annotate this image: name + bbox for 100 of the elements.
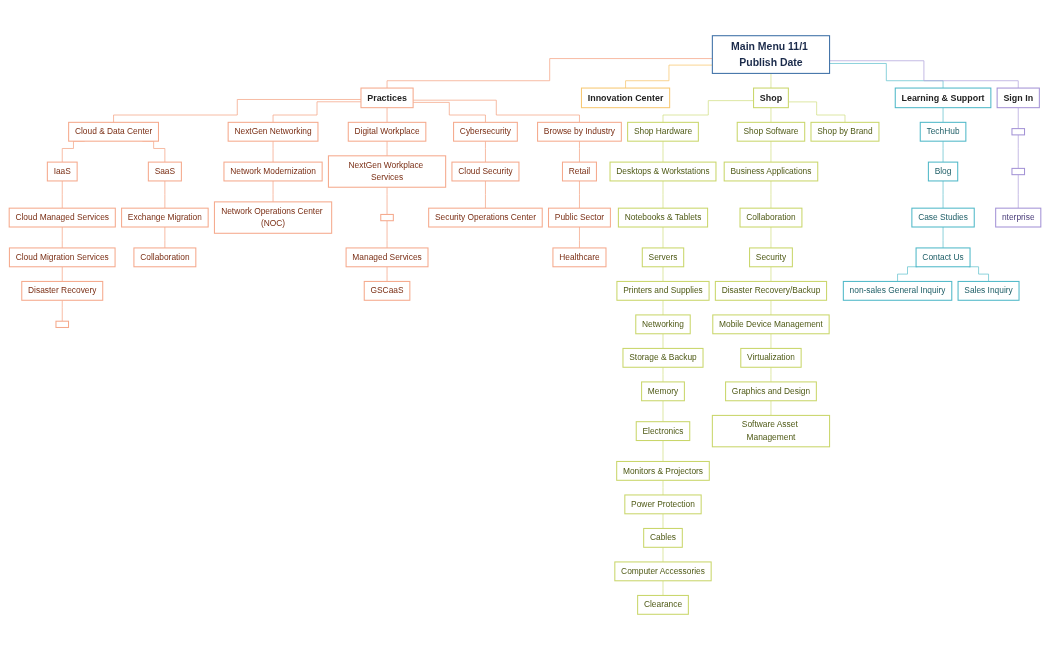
connector	[662, 580, 664, 596]
connector	[272, 140, 274, 163]
node-box: Healthcare	[552, 247, 607, 268]
node-box: Shop Hardware	[627, 121, 699, 142]
node-box: Managed Services	[345, 247, 429, 268]
connector	[386, 266, 388, 282]
connector	[662, 100, 754, 123]
connector	[770, 333, 772, 349]
node-box: Servers	[641, 247, 685, 268]
node-box: Shop Software	[736, 121, 806, 142]
connector	[662, 266, 664, 282]
connector	[386, 220, 388, 249]
node-box: Collaboration	[133, 247, 197, 268]
node-box: Public Sector	[548, 207, 611, 228]
node-box: Monitors & Projectors	[616, 460, 710, 481]
connector	[770, 400, 772, 416]
connector	[1017, 134, 1019, 169]
connector	[770, 140, 772, 163]
connector	[579, 226, 580, 249]
node-box: Exchange Migration	[121, 207, 209, 228]
connector	[897, 266, 918, 282]
node-box: non-sales General Inquiry	[842, 280, 953, 301]
node-box: Collaboration	[739, 207, 803, 228]
connector	[662, 299, 664, 316]
node-box: Innovation Center	[580, 87, 671, 109]
connector	[662, 140, 664, 163]
connector	[968, 266, 989, 282]
node-box: Network Modernization	[223, 161, 323, 182]
node-box: Sales Inquiry	[957, 280, 1020, 301]
node-box: Storage & Backup	[622, 347, 704, 368]
node-box: NextGen Workplace Services	[327, 155, 447, 188]
connector	[829, 63, 944, 89]
node-box: Security	[749, 247, 793, 268]
node-box	[380, 213, 394, 222]
connector	[770, 226, 772, 249]
node-box: nterprise	[995, 207, 1042, 228]
node-box: Cables	[643, 527, 683, 548]
connector	[662, 180, 664, 209]
node-box: Computer Accessories	[614, 561, 712, 582]
node-box: Retail	[561, 161, 597, 182]
connector	[770, 266, 772, 282]
node-box: Blog	[927, 161, 959, 182]
node-box: Virtualization	[740, 347, 802, 368]
node-box: Networking	[635, 314, 691, 335]
connector	[386, 107, 388, 123]
connector	[662, 479, 664, 496]
connector	[61, 299, 63, 322]
connector	[662, 546, 664, 563]
node-box: Cybersecurity	[453, 121, 518, 142]
node-box: Network Operations Center (NOC)	[213, 201, 333, 234]
connector	[625, 64, 713, 89]
connector	[770, 366, 772, 383]
connector	[662, 440, 664, 462]
node-box: SaaS	[147, 161, 182, 182]
connector	[272, 180, 274, 203]
node-box: Disaster Recovery/Backup	[714, 280, 828, 301]
node-box: Memory	[641, 381, 685, 402]
connector	[662, 366, 664, 383]
connector	[164, 226, 166, 249]
connector	[386, 186, 388, 215]
node-box: Main Menu 11/1 Publish Date	[711, 35, 831, 74]
connector	[662, 333, 664, 349]
connector	[942, 107, 944, 123]
node-box	[55, 320, 70, 328]
node-box: Digital Workplace	[347, 121, 427, 142]
node-box	[1011, 128, 1026, 136]
node-box: Mobile Device Management	[712, 314, 830, 335]
node-box: Power Protection	[624, 494, 702, 515]
node-box: Software Asset Management	[711, 414, 831, 448]
connector	[579, 180, 580, 209]
node-box: Desktops & Workstations	[609, 161, 717, 182]
connector	[1017, 174, 1019, 209]
connector	[386, 140, 388, 157]
node-box: Shop by Brand	[810, 121, 880, 142]
connector	[386, 58, 713, 89]
connector	[662, 400, 664, 423]
node-box: GSCaaS	[363, 280, 411, 301]
connector	[485, 180, 486, 209]
node-box: Cloud Migration Services	[8, 247, 116, 268]
node-box: Business Applications	[723, 161, 819, 182]
connector	[770, 107, 772, 123]
node-box: Shop	[753, 87, 789, 109]
connector	[662, 226, 664, 249]
node-box: IaaS	[46, 161, 78, 182]
connector	[61, 180, 63, 209]
connector	[164, 180, 166, 209]
connector	[61, 266, 63, 282]
connector	[485, 140, 486, 163]
node-box: Cloud Security	[451, 161, 520, 182]
node-box: Printers and Supplies	[616, 280, 710, 301]
connector	[1017, 107, 1019, 129]
node-box: NextGen Networking	[227, 121, 319, 142]
node-box: Case Studies	[911, 207, 975, 228]
node-box: Learning & Support	[894, 87, 992, 109]
node-box: Notebooks & Tablets	[617, 207, 709, 228]
connector	[61, 226, 63, 249]
connector	[662, 513, 664, 529]
connector	[770, 299, 772, 316]
connector	[942, 226, 944, 249]
node-box: Cloud & Data Center	[68, 121, 159, 142]
